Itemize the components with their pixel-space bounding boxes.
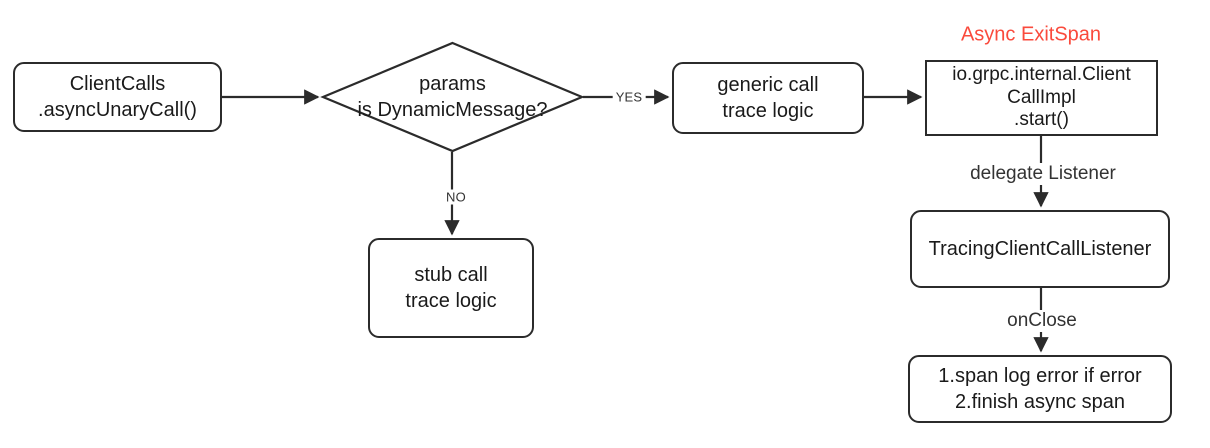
edge-label-yes: YES [612,89,646,105]
edge-label-delegate-listener: delegate Listener [967,163,1119,185]
edge-label-on-close: onClose [1004,310,1080,332]
annotation-async-exit-span: Async ExitSpan [960,23,1102,46]
node-finish-async-span[interactable]: 1.span log error if error 2.finish async… [908,355,1172,423]
node-client-call-impl-start[interactable]: io.grpc.internal.Client CallImpl .start(… [925,60,1158,136]
node-tracing-client-call-listener[interactable]: TracingClientCallListener [910,210,1170,288]
node-client-calls[interactable]: ClientCalls .asyncUnaryCall() [13,62,222,132]
node-decision-dynamic-message[interactable]: params is DynamicMessage? [320,41,585,153]
diamond-shape [320,41,585,153]
node-stub-call-trace-logic[interactable]: stub call trace logic [368,238,534,338]
node-generic-call-trace-logic[interactable]: generic call trace logic [672,62,864,134]
edge-label-no: NO [443,189,469,205]
